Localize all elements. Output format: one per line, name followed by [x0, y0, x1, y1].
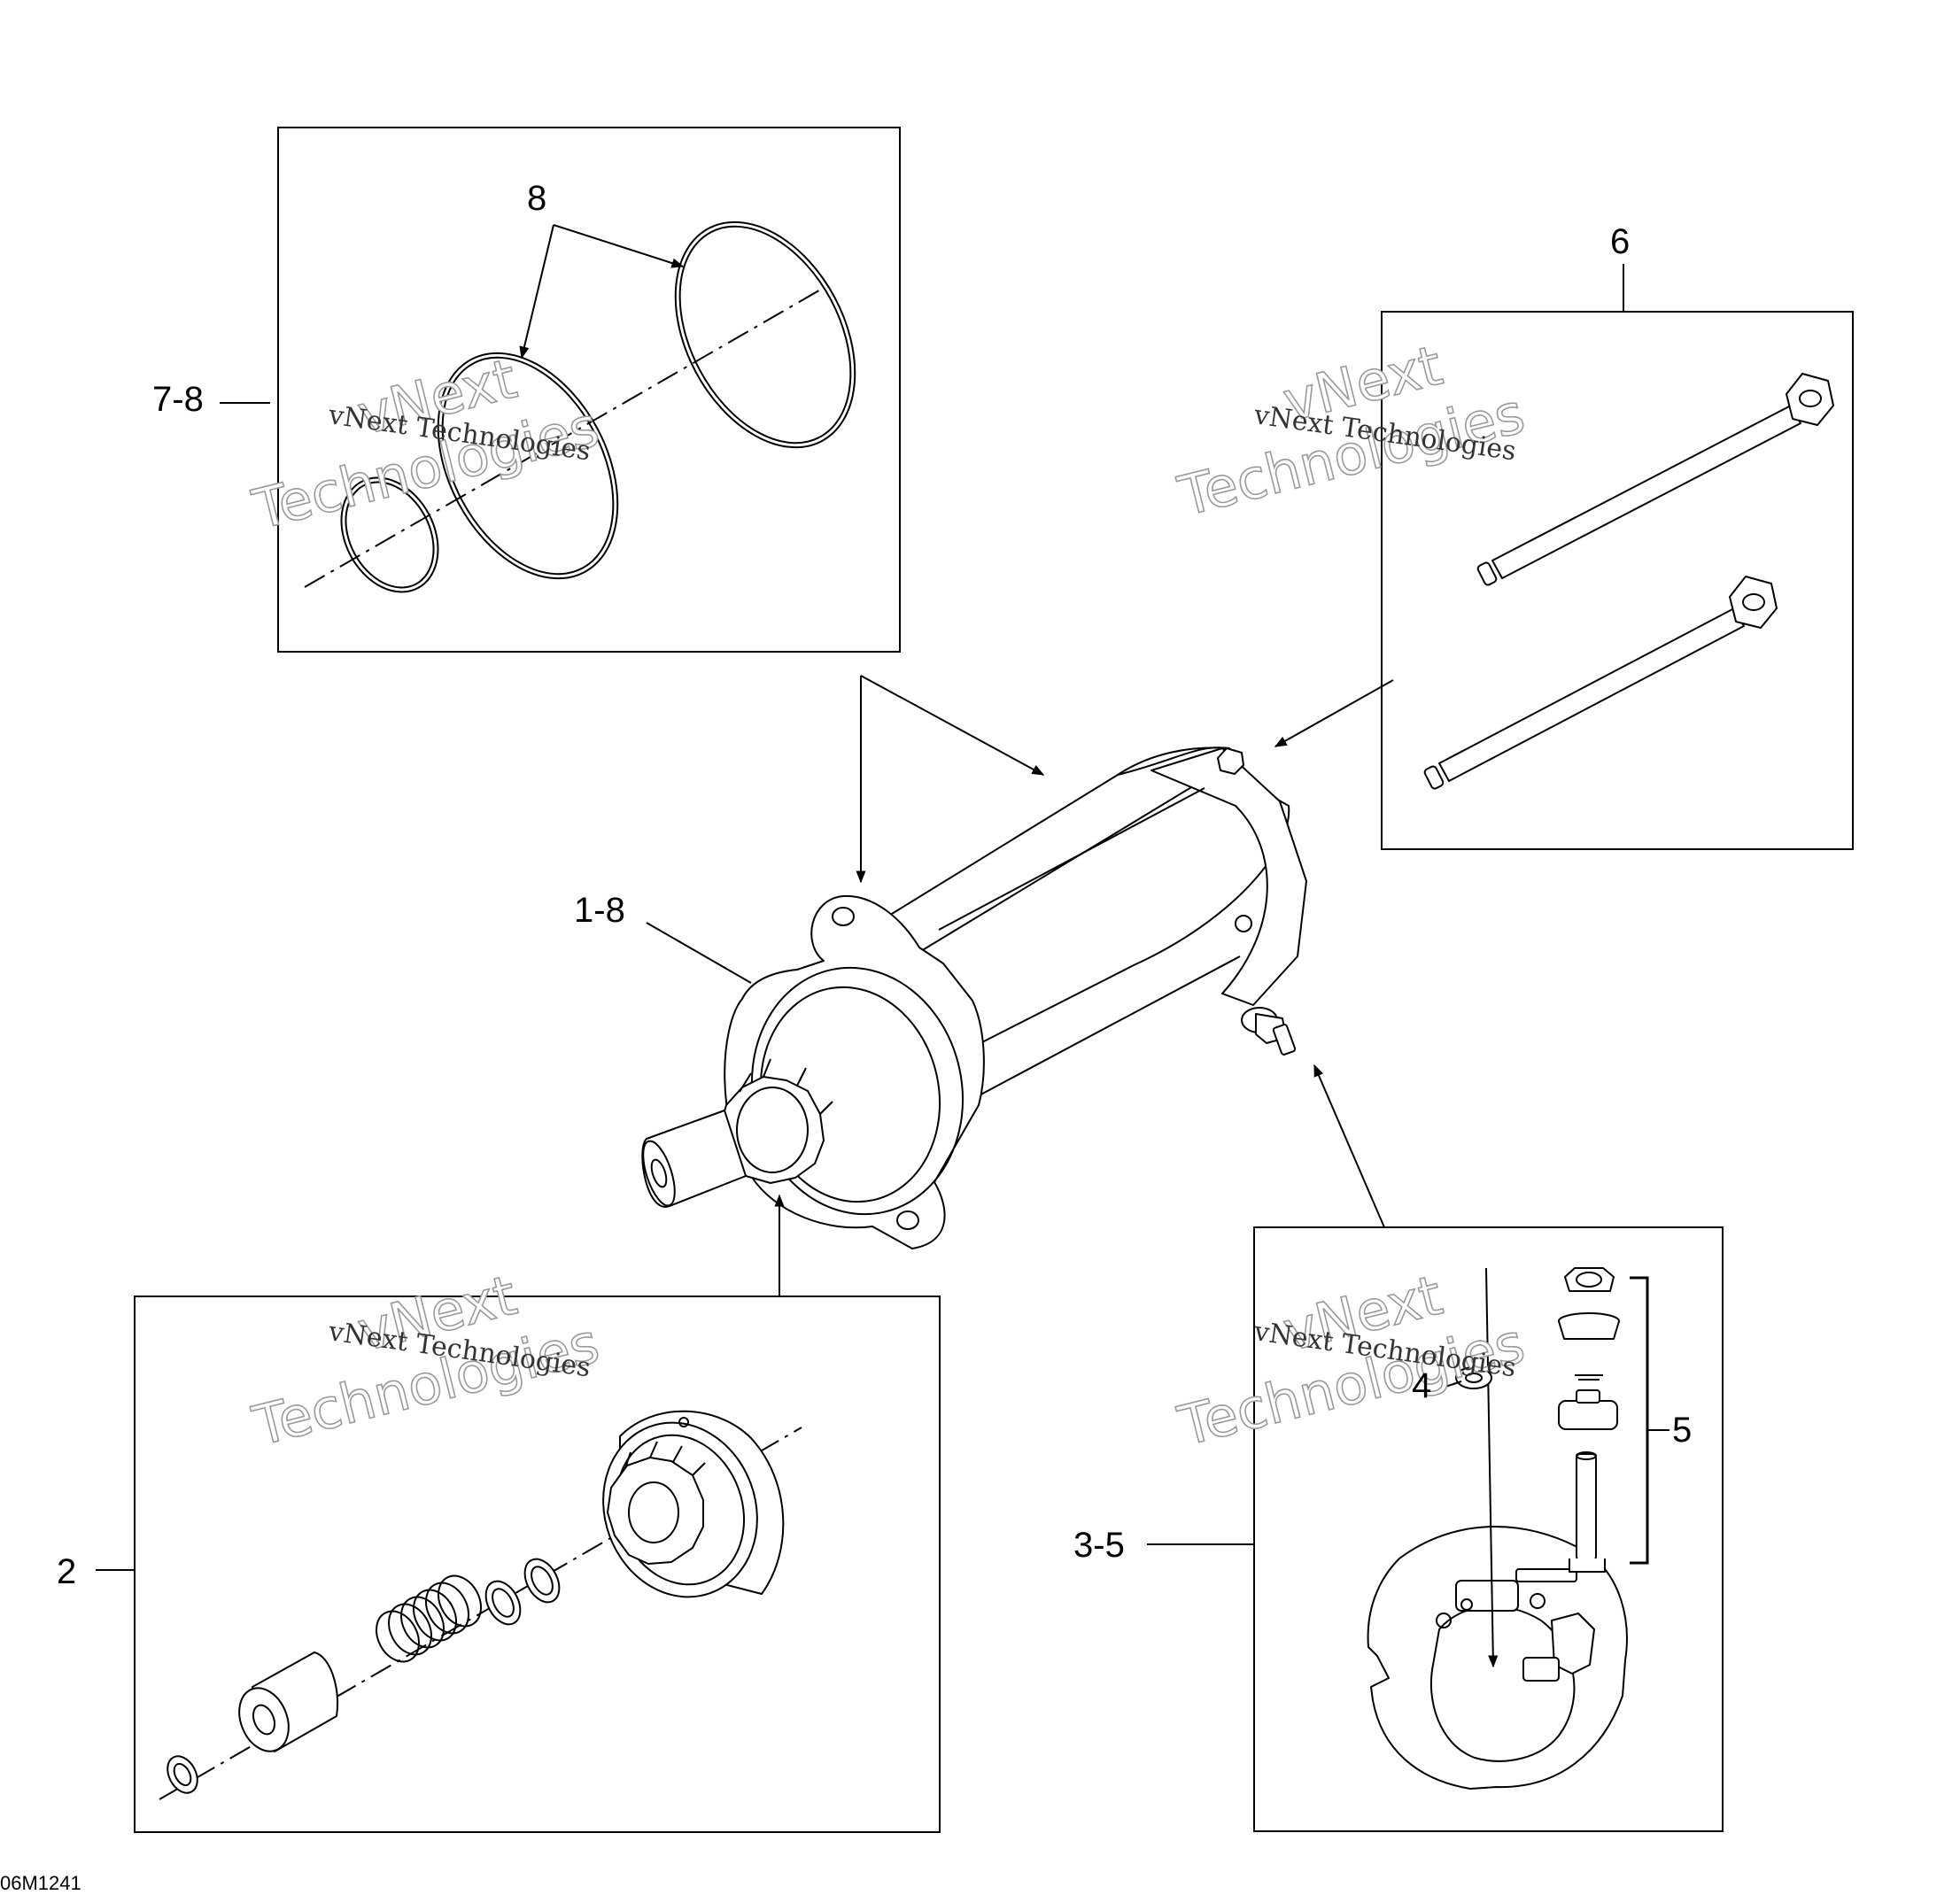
o-ring-large: [674, 220, 856, 449]
orings-box: [277, 127, 901, 653]
o-ring-medium: [437, 352, 619, 580]
washer-4: [1455, 1366, 1492, 1389]
callout-3-5: 3-5: [1073, 1526, 1125, 1565]
return-spring: [376, 1574, 482, 1663]
end-washer: [167, 1755, 198, 1794]
thrust-washer-1: [523, 1558, 561, 1604]
drive-pinion: [607, 1441, 706, 1565]
insulating-washer: [1558, 1312, 1620, 1340]
callout-7-8: 7-8: [152, 380, 204, 419]
callout-6: 6: [1610, 222, 1630, 261]
stop-collar: [238, 1651, 338, 1752]
starter-motor: [641, 746, 1307, 1249]
leader-lines: [96, 264, 1669, 1571]
bolt-lower: [1423, 576, 1778, 790]
callout-1-8: 1-8: [574, 891, 625, 930]
brush-holder-assembly: [1367, 1267, 1628, 1790]
assembly-arrows: [774, 675, 1394, 1296]
thrust-washer-2: [484, 1580, 522, 1626]
o-rings-group: [304, 220, 856, 593]
shaft-nose: [641, 1110, 747, 1208]
callout-4: 4: [1412, 1366, 1431, 1405]
bolts-box: [1381, 311, 1854, 850]
insulator-bushing: [1558, 1389, 1618, 1430]
bolt-upper: [1476, 373, 1834, 586]
small-washer: [1575, 1374, 1603, 1381]
brush-box: [1253, 1226, 1724, 1832]
drive-box: [134, 1296, 941, 1833]
callout-8: 8: [527, 179, 546, 218]
terminal-bolt: [1569, 1451, 1606, 1573]
bolts-group: [1423, 373, 1834, 790]
callout-8-arrows: [519, 224, 685, 360]
terminal-post: [1241, 1007, 1297, 1056]
drawing-code: 06M1241: [0, 1872, 81, 1894]
callout-2: 2: [57, 1552, 76, 1591]
rear-end-cap: [1150, 747, 1307, 1006]
drive-assembly: [159, 1410, 802, 1800]
callout-5: 5: [1672, 1411, 1692, 1450]
callout-5-bracket: [1630, 1276, 1649, 1565]
terminal-nut: [1564, 1267, 1615, 1292]
o-ring-small: [340, 476, 439, 593]
